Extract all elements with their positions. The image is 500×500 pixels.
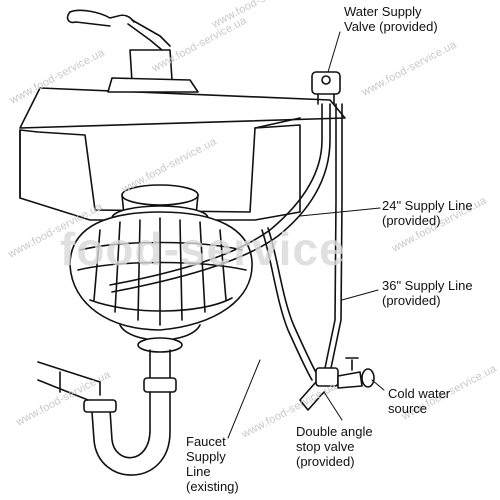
faucet bbox=[66, 9, 199, 93]
supply-lines bbox=[109, 103, 343, 381]
disposer-unit bbox=[69, 184, 253, 353]
label-faucet-supply-line: Faucet Supply Line (existing) bbox=[186, 434, 239, 494]
leader-lines bbox=[227, 31, 385, 439]
label-double-angle-stop-valve: Double angle stop valve (provided) bbox=[296, 424, 373, 469]
watermark-large: food-service bbox=[60, 223, 346, 275]
label-cold-water-source: Cold water source bbox=[388, 386, 451, 416]
label-water-supply-valve: Water Supply Valve (provided) bbox=[344, 4, 438, 34]
label-24-supply-line: 24" Supply Line (provided) bbox=[382, 198, 473, 228]
countertop bbox=[19, 87, 346, 129]
double-angle-stop-valve bbox=[299, 357, 375, 411]
label-36-supply-line: 36" Supply Line (provided) bbox=[382, 278, 473, 308]
water-supply-valve bbox=[311, 71, 341, 105]
drain-trap bbox=[37, 349, 177, 476]
